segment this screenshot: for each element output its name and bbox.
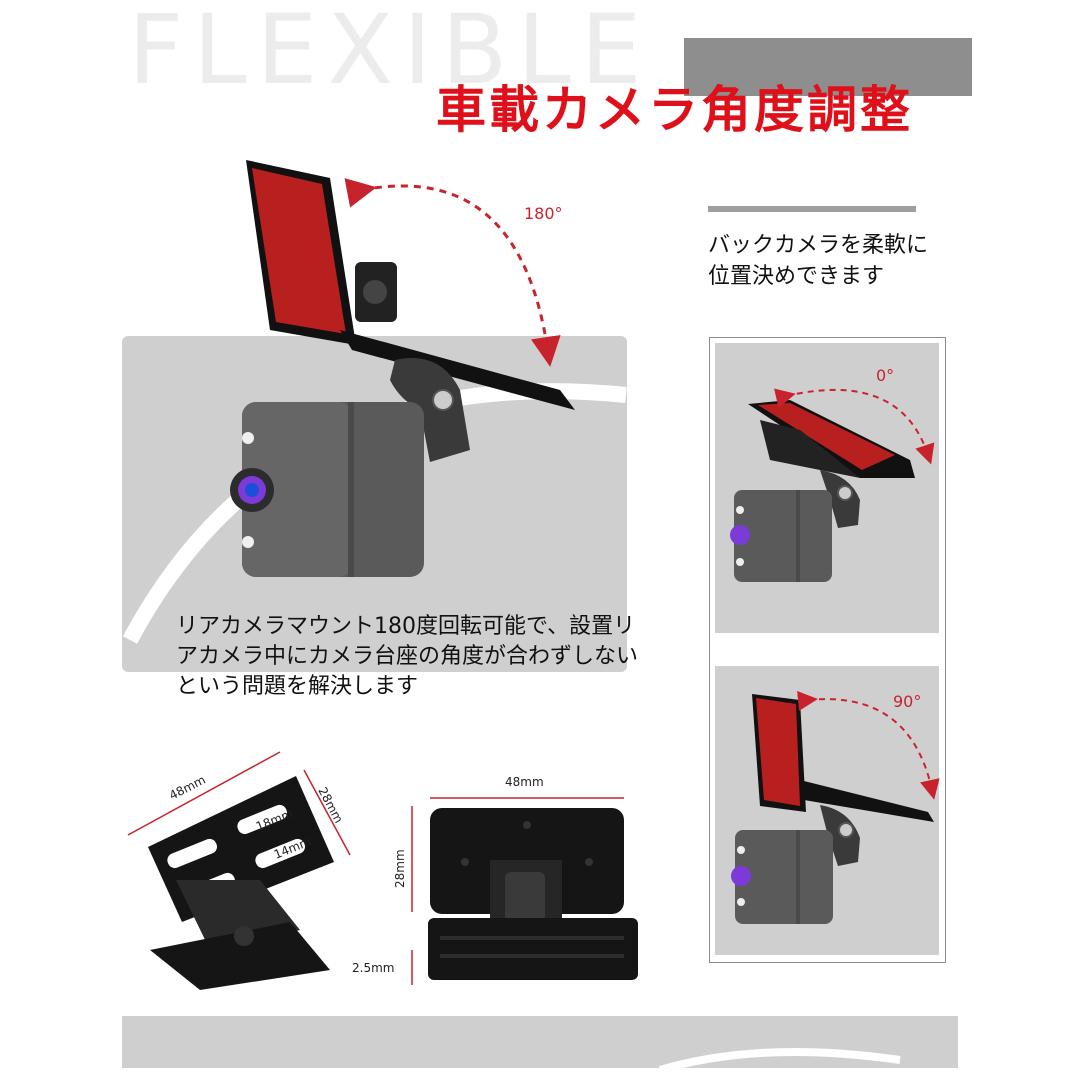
side-note-line-2: 位置決めできます [708, 264, 885, 289]
side-rule [708, 206, 916, 212]
bottom-swoosh [658, 1048, 901, 1074]
page-title: 車載カメラ角度調整 [436, 81, 913, 139]
dashed-arc-arrow-icon [797, 691, 940, 800]
dashed-arc-arrow-icon [344, 178, 561, 367]
dim-right-height: 28mm [393, 849, 407, 888]
description-line-3: という問題を解決します [176, 674, 419, 699]
description-line-1: リアカメラマウント180度回転可能で、設置リ [176, 614, 636, 639]
dashed-arc-arrow-icon [774, 388, 935, 465]
left-bracket-icon [148, 776, 334, 990]
dim-line [127, 751, 281, 836]
description-line-2: アカメラ中にカメラ台座の角度が合わずしない [176, 644, 639, 669]
main-camera-icon [230, 402, 424, 577]
dim-line [303, 769, 351, 856]
dim-right-width: 48mm [505, 775, 544, 789]
panel90-camera-icon [731, 830, 833, 924]
side-note: バックカメラを柔軟に 位置決めできます [708, 230, 958, 292]
bottom-band [122, 1016, 958, 1068]
dim-left-width: 48mm [167, 773, 208, 803]
main-description: リアカメラマウント180度回転可能で、設置リ アカメラ中にカメラ台座の角度が合わ… [176, 612, 696, 702]
angle-label-180: 180° [524, 204, 563, 223]
panel0-camera-icon [730, 490, 832, 582]
side-note-line-1: バックカメラを柔軟に [708, 233, 929, 258]
dim-left-height: 28mm [315, 785, 346, 826]
background-word: FLEXIBLE [128, 0, 652, 106]
angle-label-0: 0° [876, 366, 894, 385]
angle-label-90: 90° [893, 692, 921, 711]
title-bar [684, 38, 972, 96]
right-bracket-icon [428, 808, 638, 980]
dim-thickness: 2.5mm [352, 961, 394, 975]
